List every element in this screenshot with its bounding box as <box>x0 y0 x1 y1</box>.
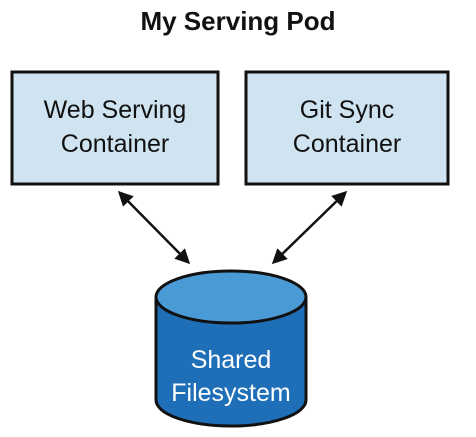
cylinder-body <box>154 295 308 428</box>
web-to-filesystem-arrow <box>117 190 191 265</box>
cylinder-top <box>154 269 308 325</box>
web-serving-container-box: Web Serving Container <box>10 70 220 186</box>
git-sync-container-box: Git Sync Container <box>244 70 450 186</box>
diagram-title: My Serving Pod <box>140 6 335 36</box>
shared-filesystem-cylinder: Shared Filesystem <box>154 269 308 428</box>
git-to-filesystem-arrow <box>271 190 348 265</box>
web-serving-container-label-line2: Container <box>61 130 169 158</box>
filesystem-label-line1: Shared <box>191 346 272 374</box>
git-sync-container-rect <box>244 70 450 186</box>
git-sync-container-label-line2: Container <box>293 130 401 158</box>
web-serving-container-rect <box>10 70 220 186</box>
web-serving-container-label-line1: Web Serving <box>44 96 187 124</box>
filesystem-label-line2: Filesystem <box>171 379 290 407</box>
git-sync-container-label-line1: Git Sync <box>300 96 394 124</box>
